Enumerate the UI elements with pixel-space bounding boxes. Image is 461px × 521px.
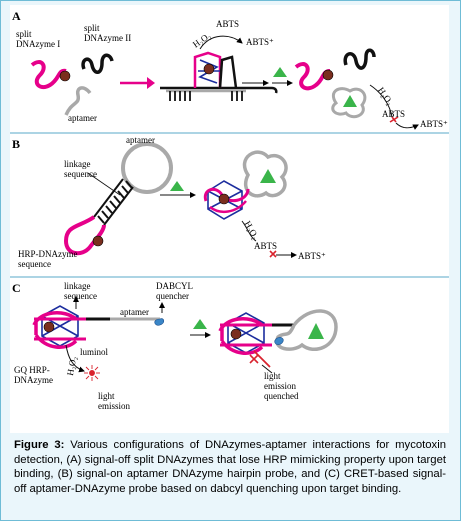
light-emission-label-line2: emission [98, 401, 131, 411]
abts-plus-label: ABTS⁺ [246, 37, 274, 47]
figure-diagram: A split DNAzyme I split DNAzyme II aptam… [10, 5, 449, 433]
aptamer-label: aptamer [126, 135, 155, 145]
diagram-canvas [10, 35, 449, 381]
aptamer-loop [121, 142, 173, 194]
aptamer-label: aptamer [68, 113, 97, 123]
luminol-label: luminol [80, 347, 109, 357]
split-dnazyme-2-label-line1: split [84, 23, 100, 33]
panel-b-letter: B [12, 137, 21, 151]
panel-a-letter: A [12, 9, 21, 23]
light-quenched-label-line3: quenched [264, 391, 299, 401]
linkage-stem [93, 178, 134, 226]
dabcyl-label-line1: DABCYL [156, 281, 194, 291]
aptamer-strand [64, 86, 92, 116]
dabcyl-quencher-icon [154, 318, 165, 326]
figure-caption-text: Various configurations of DNAzymes-aptam… [14, 439, 446, 495]
aptamer-label: aptamer [120, 307, 149, 317]
abts-label: ABTS [254, 241, 278, 251]
split-dnazyme-2-label-line2: DNAzyme II [84, 33, 132, 43]
hrp-dnazyme-label-line2: sequence [18, 259, 51, 269]
hrp-dnazyme-label-line1: HRP-DNAzyme [18, 249, 78, 259]
split-dnazyme-1-label-line1: split [16, 29, 32, 39]
quenched-construct [218, 309, 338, 355]
gq-label-line2: DNAzyme [14, 375, 53, 385]
hrp-dnazyme-hairpin [63, 215, 106, 256]
gq-label-line1: GQ HRP- [14, 365, 50, 375]
light-emission-label-line1: light [98, 391, 115, 401]
light-quenched-label-line1: light [264, 371, 281, 381]
linkage-label-line2: sequence [64, 291, 97, 301]
assembled-complex [160, 51, 278, 101]
abts-label: ABTS [216, 19, 240, 29]
released-dnazyme-2 [343, 48, 376, 70]
linkage-label-line2: sequence [64, 169, 97, 179]
gq-construct [32, 305, 165, 349]
target-triangle-icon [170, 181, 184, 191]
dabcyl-quencher-icon [274, 337, 284, 345]
figure-caption: Figure 3: Various configurations of DNAz… [14, 438, 446, 496]
abts-label: ABTS [382, 109, 406, 119]
aptamer-target-complex [331, 87, 367, 119]
abts-plus-label: ABTS⁺ [420, 119, 448, 129]
figure-caption-label: Figure 3: [14, 439, 65, 451]
dabcyl-label-line2: quencher [156, 291, 189, 301]
panel-c-letter: C [12, 281, 21, 295]
linkage-label-line1: linkage [64, 159, 91, 169]
target-triangle-icon [273, 67, 287, 77]
panel-a [30, 35, 419, 130]
panel-b [63, 142, 297, 258]
linkage-label-line1: linkage [64, 281, 91, 291]
hemin-icon [59, 70, 71, 82]
split-dnazyme-1-label-line2: DNAzyme I [16, 39, 61, 49]
abts-plus-label: ABTS⁺ [298, 251, 326, 261]
split-dnazyme-2-strand [81, 53, 114, 74]
light-burst-icon [84, 365, 100, 381]
arrow-icon [147, 77, 155, 89]
split-dnazyme-1-strand [30, 60, 67, 90]
active-dnazyme-complex [203, 150, 288, 220]
hemin-icon [322, 69, 334, 81]
panel-c [32, 296, 338, 381]
hemin-icon [92, 235, 104, 247]
light-quenched-label-line2: emission [264, 381, 297, 391]
target-triangle-icon [193, 319, 207, 329]
